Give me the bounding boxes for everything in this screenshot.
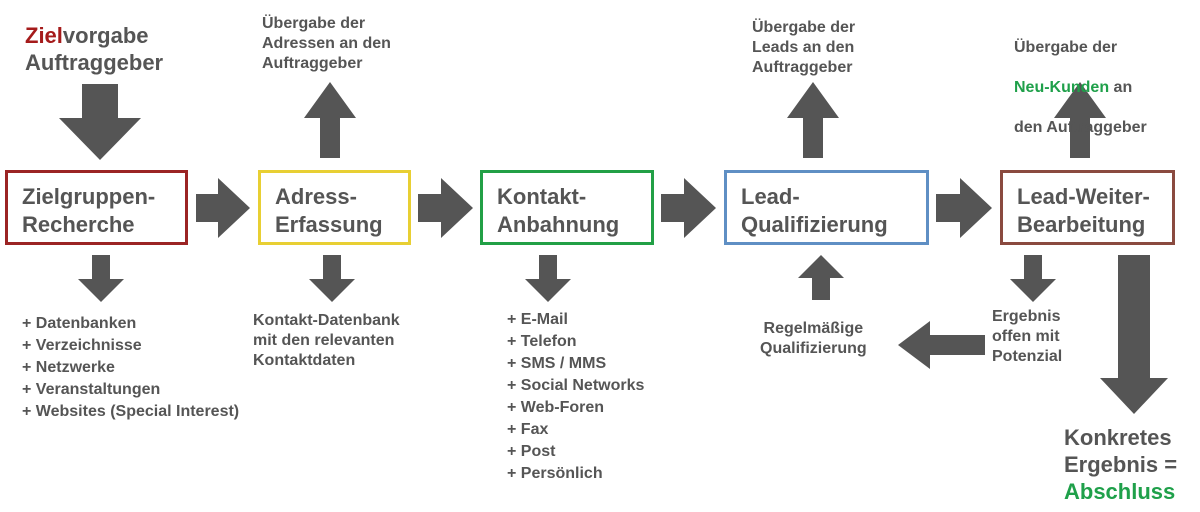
- list-item: + E-Mail: [507, 311, 568, 328]
- goal-down-arrow: [59, 84, 141, 160]
- goal-rest: vorgabe: [62, 23, 149, 48]
- contact-list: + E-Mail + Telefon + SMS / MMS + Social …: [507, 309, 644, 485]
- list-item: + SMS / MMS: [507, 355, 607, 372]
- note-open-result: Ergebnis offen mit Potenzial: [992, 308, 1063, 365]
- result-label: Konkretes Ergebnis = Abschluss: [1064, 424, 1177, 505]
- list-item: + Telefon: [507, 333, 577, 350]
- note-addresses: Übergabe der Adressen an den Auftraggebe…: [262, 15, 391, 72]
- box-address-capture: Adress- Erfassung: [258, 170, 411, 245]
- result-line1: Konkretes: [1064, 425, 1172, 450]
- note-database: Kontakt-Datenbank mit den relevanten Kon…: [253, 312, 400, 369]
- box-contact-initiation: Kontakt- Anbahnung: [480, 170, 654, 245]
- box-lead-processing: Lead-Weiter- Bearbeitung: [1000, 170, 1175, 245]
- note-customers: Übergabe der Neu-Kunden an den Auftragge…: [1014, 18, 1147, 158]
- up-arrow-customers: [1054, 82, 1106, 158]
- note-requalify: Regelmäßige Qualifizierung: [760, 320, 867, 357]
- arrow-4-5: [936, 178, 992, 238]
- goal-line2: Auftraggeber: [25, 50, 164, 75]
- list-item: + Datenbanken: [22, 315, 137, 332]
- down-arrow-address: [309, 255, 355, 302]
- result-line2: Ergebnis =: [1064, 452, 1178, 477]
- goal-label: Zielvorgabe Auftraggeber: [25, 22, 163, 76]
- up-arrow-requalify: [798, 255, 844, 300]
- list-item: + Verzeichnisse: [22, 337, 142, 354]
- note-customers-line1: Übergabe der: [1014, 39, 1118, 56]
- list-item: + Web-Foren: [507, 399, 605, 416]
- list-item: + Netzwerke: [22, 359, 115, 376]
- list-item: + Fax: [507, 421, 549, 438]
- down-arrow-lead-next: [1010, 255, 1056, 302]
- result-highlight: Abschluss: [1064, 479, 1176, 504]
- list-item: + Social Networks: [507, 377, 645, 394]
- list-item: + Veranstaltungen: [22, 381, 161, 398]
- note-customers-line3: den Auftraggeber: [1014, 119, 1147, 136]
- box-lead-qualification: Lead- Qualifizierung: [724, 170, 929, 245]
- list-item: + Websites (Special Interest): [22, 403, 240, 420]
- list-item: + Persönlich: [507, 465, 603, 482]
- research-list: + Datenbanken + Verzeichnisse + Netzwerk…: [22, 313, 239, 423]
- arrow-1-2: [196, 178, 250, 238]
- note-customers-mid: an: [1109, 79, 1133, 96]
- down-arrow-research: [78, 255, 124, 302]
- up-arrow-addresses: [304, 82, 356, 158]
- result-down-arrow: [1100, 255, 1168, 414]
- goal-highlight: Ziel: [25, 23, 63, 48]
- arrow-3-4: [661, 178, 716, 238]
- up-arrow-leads: [787, 82, 839, 158]
- note-leads: Übergabe der Leads an den Auftraggeber: [752, 19, 856, 76]
- box-research: Zielgruppen- Recherche: [5, 170, 188, 245]
- arrow-2-3: [418, 178, 473, 238]
- left-arrow-open: [898, 321, 985, 369]
- list-item: + Post: [507, 443, 556, 460]
- down-arrow-contact: [525, 255, 571, 302]
- note-customers-highlight: Neu-Kunden: [1014, 79, 1110, 96]
